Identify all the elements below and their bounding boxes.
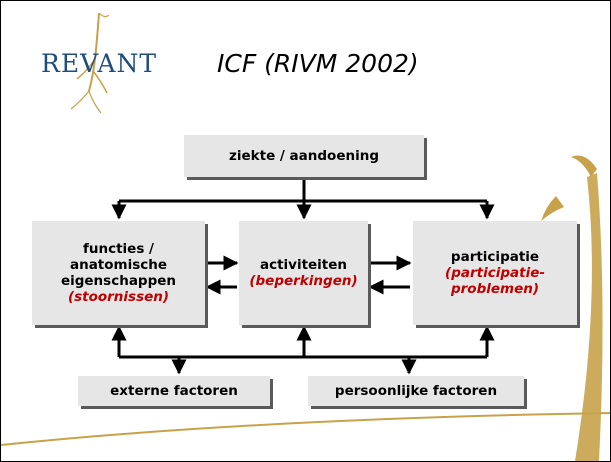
functies-stoornissen: (stoornissen) [67,289,170,305]
box-ziekte-label: ziekte / aandoening [229,148,379,164]
box-externe-factoren: externe factoren [78,376,270,406]
functies-line2: anatomische [69,257,168,273]
box-activiteiten: activiteiten (beperkingen) [239,221,368,325]
participatie-label: participatie [450,249,540,265]
participatie-problemen-line2: problemen) [450,281,540,297]
box-persoonlijke-factoren: persoonlijke factoren [308,376,524,406]
activiteiten-label: activiteiten [259,257,348,273]
slide-title: ICF (RIVM 2002) [217,49,419,78]
participatie-problemen-line1: (participatie- [445,265,545,281]
revant-logo-tree-icon [70,12,110,114]
box-participatie: participatie (participatie- problemen) [413,221,577,325]
externe-factoren-label: externe factoren [110,383,238,399]
activiteiten-beperkingen: (beperkingen) [249,273,358,289]
logo-wordmark: REVANT [41,49,158,78]
box-functies: functies / anatomische eigenschappen (st… [32,221,205,325]
functies-line3: eigenschappen [60,273,177,289]
box-ziekte: ziekte / aandoening [184,135,424,177]
persoonlijke-factoren-label: persoonlijke factoren [334,383,498,399]
functies-line1: functies / [82,241,154,257]
